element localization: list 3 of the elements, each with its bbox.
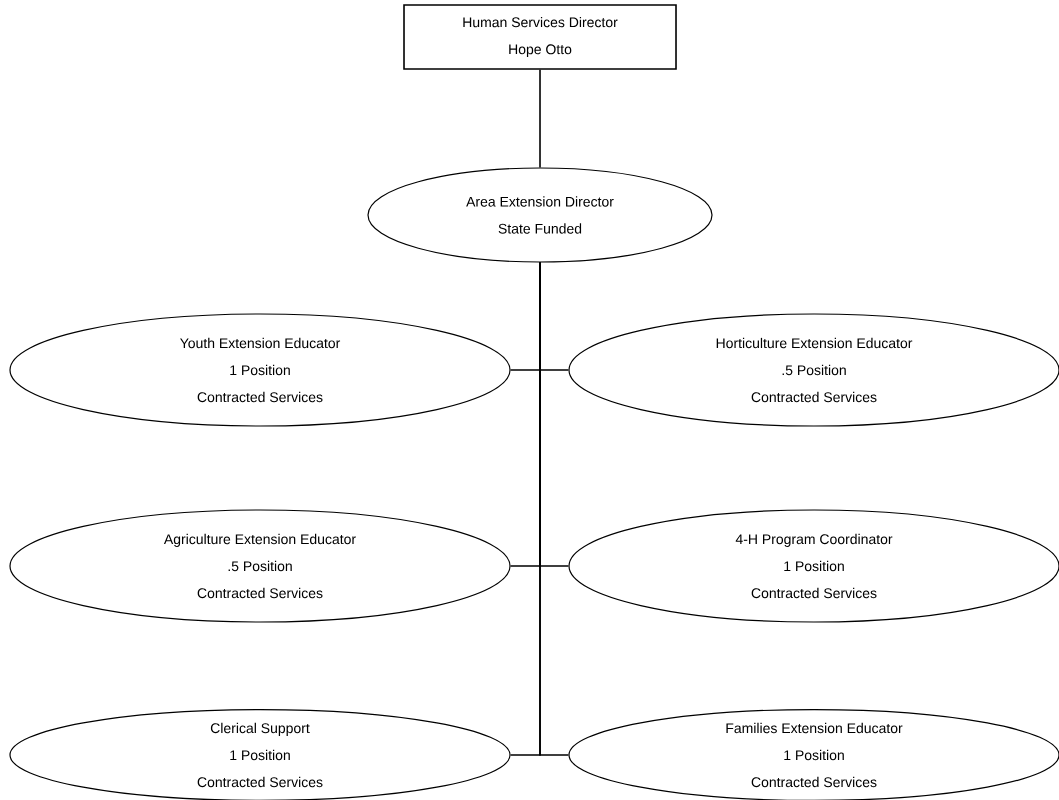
connector-line xyxy=(539,261,570,756)
title-box: Human Services Director Hope Otto xyxy=(403,4,677,70)
connector-line xyxy=(539,69,541,169)
